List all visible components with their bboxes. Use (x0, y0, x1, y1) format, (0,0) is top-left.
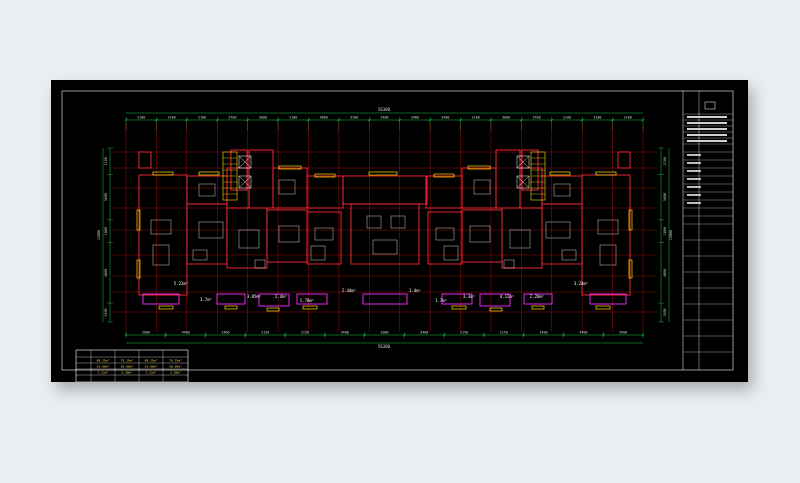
area-label: 3.3m² (463, 294, 475, 299)
area-table-cell: 3.31m² (98, 371, 109, 375)
area-table-cell: 58.00m² (121, 365, 134, 369)
title-block (683, 101, 733, 353)
area-label: 2.26m² (530, 294, 544, 299)
dimension-label: 3100 (168, 116, 176, 120)
area-table-cell: 3.31m² (146, 371, 157, 375)
area-table-cell: 3.30m² (170, 371, 181, 375)
dimension-label: 3400 (420, 331, 428, 335)
area-label: 2.4m² (275, 294, 287, 299)
area-table-cell: 3.30m² (122, 371, 133, 375)
area-label: 3.85m² (247, 294, 261, 299)
dimension-label: 1800 (104, 227, 108, 235)
dimension-label: 3700 (228, 116, 236, 120)
dimension-label: 4800 (104, 269, 108, 277)
dimension-label: 4800 (663, 269, 667, 277)
area-label: 4.12m² (500, 294, 514, 299)
dimension-label: 3600 (663, 193, 667, 201)
dimension-label: 2400 (441, 116, 449, 120)
dimension-label: 2100 (137, 116, 145, 120)
area-labels: 5.22m² 1.7m² 3.85m² 2.4m² 1.70m² 2.44m² 1.4m² 1… (174, 281, 588, 303)
dimension-label: 2100 (663, 157, 667, 165)
dimension-label: 3000 (259, 116, 267, 120)
area-table-cell: 63.06m² (145, 365, 158, 369)
dimension-label: 3000 (380, 331, 388, 335)
area-table-cell: 89.15m² (145, 359, 158, 363)
dimension-label: 2400 (539, 331, 547, 335)
dimension-label: 1500 (104, 308, 108, 316)
dimension-label: 2150 (301, 331, 309, 335)
area-table-cell: 79.19m² (169, 359, 182, 363)
floor-plan-drawing: 56300 56300 13800 13800 2100 3100 2100 3700… (61, 90, 734, 382)
dimension-label: 3900 (142, 331, 150, 335)
area-table-cell: 79.19m² (121, 359, 134, 363)
area-table-cell: 63.06m² (97, 365, 110, 369)
dimension-label: 1500 (663, 308, 667, 316)
overall-dimension-top: 56300 (378, 107, 391, 112)
area-label: 3.24m² (574, 281, 588, 286)
right-total-dimension: 13800 (669, 230, 673, 240)
drawing-frame (61, 90, 734, 371)
dimension-label: 2100 (104, 157, 108, 165)
axis-grid (113, 124, 657, 332)
dimension-label: 4000 (320, 116, 328, 120)
area-table: 89.15m² 79.19m² 89.15m² 79.19m² 63.06m² 58.00… (75, 349, 189, 382)
dimension-lines (102, 112, 670, 344)
dimension-label: 3000 (502, 116, 510, 120)
area-label: 1.4m² (409, 288, 421, 293)
area-table-cell: 58.00m² (169, 365, 182, 369)
dimension-label: 2400 (380, 116, 388, 120)
dimension-label: 2150 (460, 331, 468, 335)
dimension-label: 3100 (350, 116, 358, 120)
left-total-dimension: 13800 (97, 230, 101, 240)
dimension-label: 1800 (663, 227, 667, 235)
dimension-label: 4400 (579, 331, 587, 335)
dimension-label: 2100 (472, 116, 480, 120)
area-label: 5.22m² (174, 281, 188, 286)
dimension-label: 2100 (563, 116, 571, 120)
dimension-labels: 2100 3100 2100 3700 3000 2100 4000 3100 2400 3400… (104, 116, 667, 335)
dimension-label: 2150 (500, 331, 508, 335)
drawing-sheet: 56300 56300 13800 13800 2100 3100 2100 3700… (51, 80, 748, 382)
overall-dimension-bottom: 56300 (378, 344, 391, 349)
dimension-label: 3400 (411, 116, 419, 120)
dimension-label: 3600 (104, 193, 108, 201)
area-label: 1.7m² (435, 298, 447, 303)
dimension-label: 2100 (624, 116, 632, 120)
dimension-label: 2100 (289, 116, 297, 120)
area-table-cell: 89.15m² (97, 359, 110, 363)
dimension-label: 2100 (198, 116, 206, 120)
dimension-label: 3400 (341, 331, 349, 335)
dimension-label: 2400 (221, 331, 229, 335)
dimension-label: 4400 (182, 331, 190, 335)
area-label: 2.44m² (342, 288, 356, 293)
dimension-label: 3100 (593, 116, 601, 120)
dimension-label: 3900 (619, 331, 627, 335)
dimension-label: 2150 (261, 331, 269, 335)
building-plan (136, 149, 633, 312)
area-label: 1.7m² (200, 297, 212, 302)
dimension-label: 3700 (532, 116, 540, 120)
area-label: 1.70m² (300, 298, 314, 303)
